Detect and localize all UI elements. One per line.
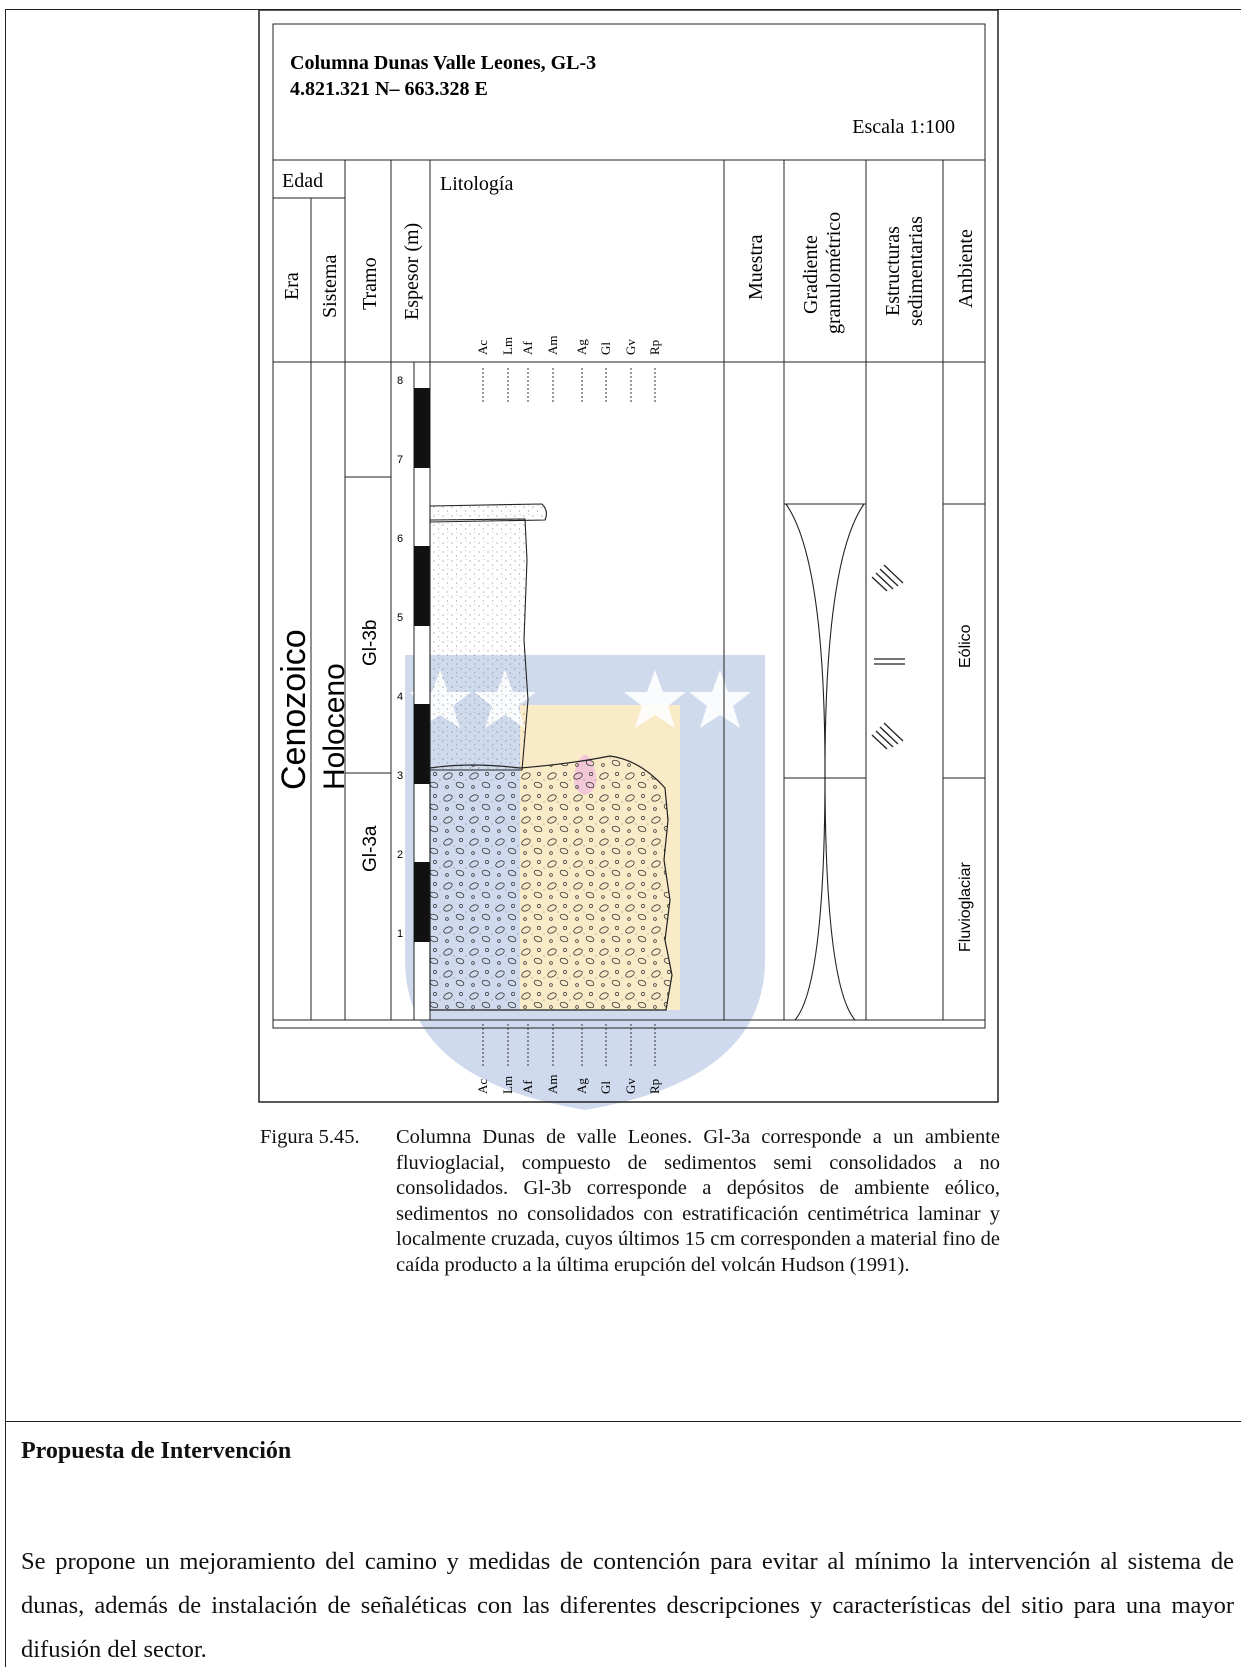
era-value: Cenozoico — [275, 629, 313, 790]
scale-tick-label: 7 — [397, 454, 403, 466]
gravel-unit-gl3a — [429, 755, 673, 1011]
scale-segment — [414, 704, 430, 784]
header-estructuras-1: Estructuras — [882, 226, 904, 316]
scale-segment — [414, 546, 430, 626]
sand-unit-gl3b — [429, 518, 529, 771]
scale-segment — [414, 388, 430, 468]
grain-label-top: Gv — [623, 339, 638, 355]
grain-label-top: Ac — [475, 340, 490, 355]
figure-scale: Escala 1:100 — [852, 116, 955, 138]
grain-label-top: Af — [520, 341, 535, 355]
scale-segment — [414, 862, 430, 942]
grain-label-bottom: Ag — [574, 1078, 589, 1094]
parallel-lamination-icon — [874, 658, 905, 665]
caption-label: Figura 5.45. — [260, 1126, 360, 1148]
header-gradiente-2: granulométrico — [823, 212, 845, 334]
thickness-scale-bar — [413, 361, 431, 1021]
caption-text: Columna Dunas de valle Leones. Gl-3a cor… — [396, 1126, 1000, 1276]
header-espesor: Espesor (m) — [401, 223, 423, 320]
figure-title: Columna Dunas Valle Leones, GL-3 — [290, 52, 596, 74]
grain-label-top: Lm — [500, 337, 515, 355]
cross-lamination-icon — [871, 722, 904, 750]
scale-tick-label: 4 — [397, 691, 403, 703]
header-ambiente: Ambiente — [955, 229, 977, 308]
grain-label-top: Ag — [574, 339, 589, 355]
header-estructuras-2: sedimentarias — [905, 216, 927, 326]
header-litologia: Litología — [440, 173, 513, 195]
scale-tick-label: 6 — [397, 533, 403, 545]
header-sistema: Sistema — [319, 255, 341, 318]
grain-label-bottom: Gl — [598, 1081, 613, 1094]
grain-label-bottom: Ac — [475, 1079, 490, 1094]
ambiente-fluvioglaciar: Fluvioglaciar — [957, 862, 974, 952]
grain-label-bottom: Am — [545, 1075, 560, 1095]
scale-tick-label: 2 — [397, 849, 403, 861]
scale-tick-label: 5 — [397, 612, 403, 624]
header-tramo: Tramo — [359, 257, 381, 310]
tramo-gl3b: Gl-3b — [360, 620, 381, 666]
sistema-value: Holoceno — [318, 663, 351, 790]
scale-tick-label: 3 — [397, 770, 403, 782]
grain-label-bottom: Lm — [500, 1076, 515, 1094]
scale-tick-label: 1 — [397, 928, 403, 940]
section-title: Propuesta de Intervención — [21, 1438, 292, 1464]
grain-label-bottom: Rp — [647, 1079, 662, 1094]
grain-label-top: Am — [545, 336, 560, 356]
ambiente-eolico: Eólico — [957, 624, 974, 668]
scale-tick-label: 8 — [397, 375, 403, 387]
grain-label-top: Gl — [598, 342, 613, 355]
header-gradiente-1: Gradiente — [800, 235, 822, 314]
tramo-gl3a: Gl-3a — [360, 825, 381, 872]
ash-layer-top — [429, 503, 548, 523]
section-divider — [5, 1421, 1241, 1422]
grain-label-bottom: Gv — [623, 1078, 638, 1094]
figure-coordinates: 4.821.321 N– 663.328 E — [290, 78, 488, 100]
body-paragraph: Se propone un mejoramiento del camino y … — [21, 1548, 1234, 1663]
grain-label-bottom: Af — [520, 1080, 535, 1094]
granulometric-gradient-curves — [785, 503, 865, 1021]
stratigraphic-column-figure: Columna Dunas Valle Leones, GL-3 4.821.3… — [258, 9, 999, 1110]
header-era: Era — [281, 272, 303, 300]
grain-label-top: Rp — [647, 340, 662, 355]
header-edad: Edad — [282, 170, 323, 192]
header-muestra: Muestra — [745, 234, 767, 300]
cross-lamination-icon — [871, 564, 904, 592]
